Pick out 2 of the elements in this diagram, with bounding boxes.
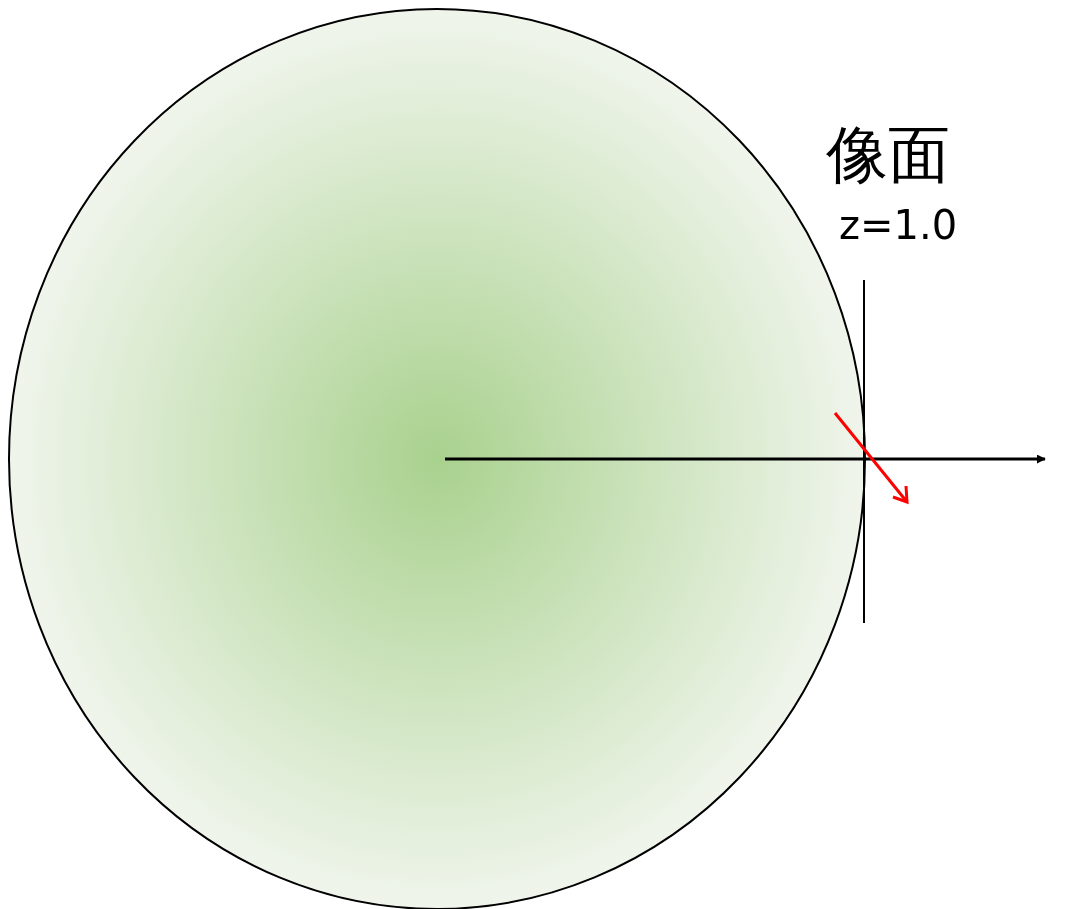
plane-label: 像面 <box>826 124 950 186</box>
coordinate-label: z=1.0 <box>839 205 958 245</box>
